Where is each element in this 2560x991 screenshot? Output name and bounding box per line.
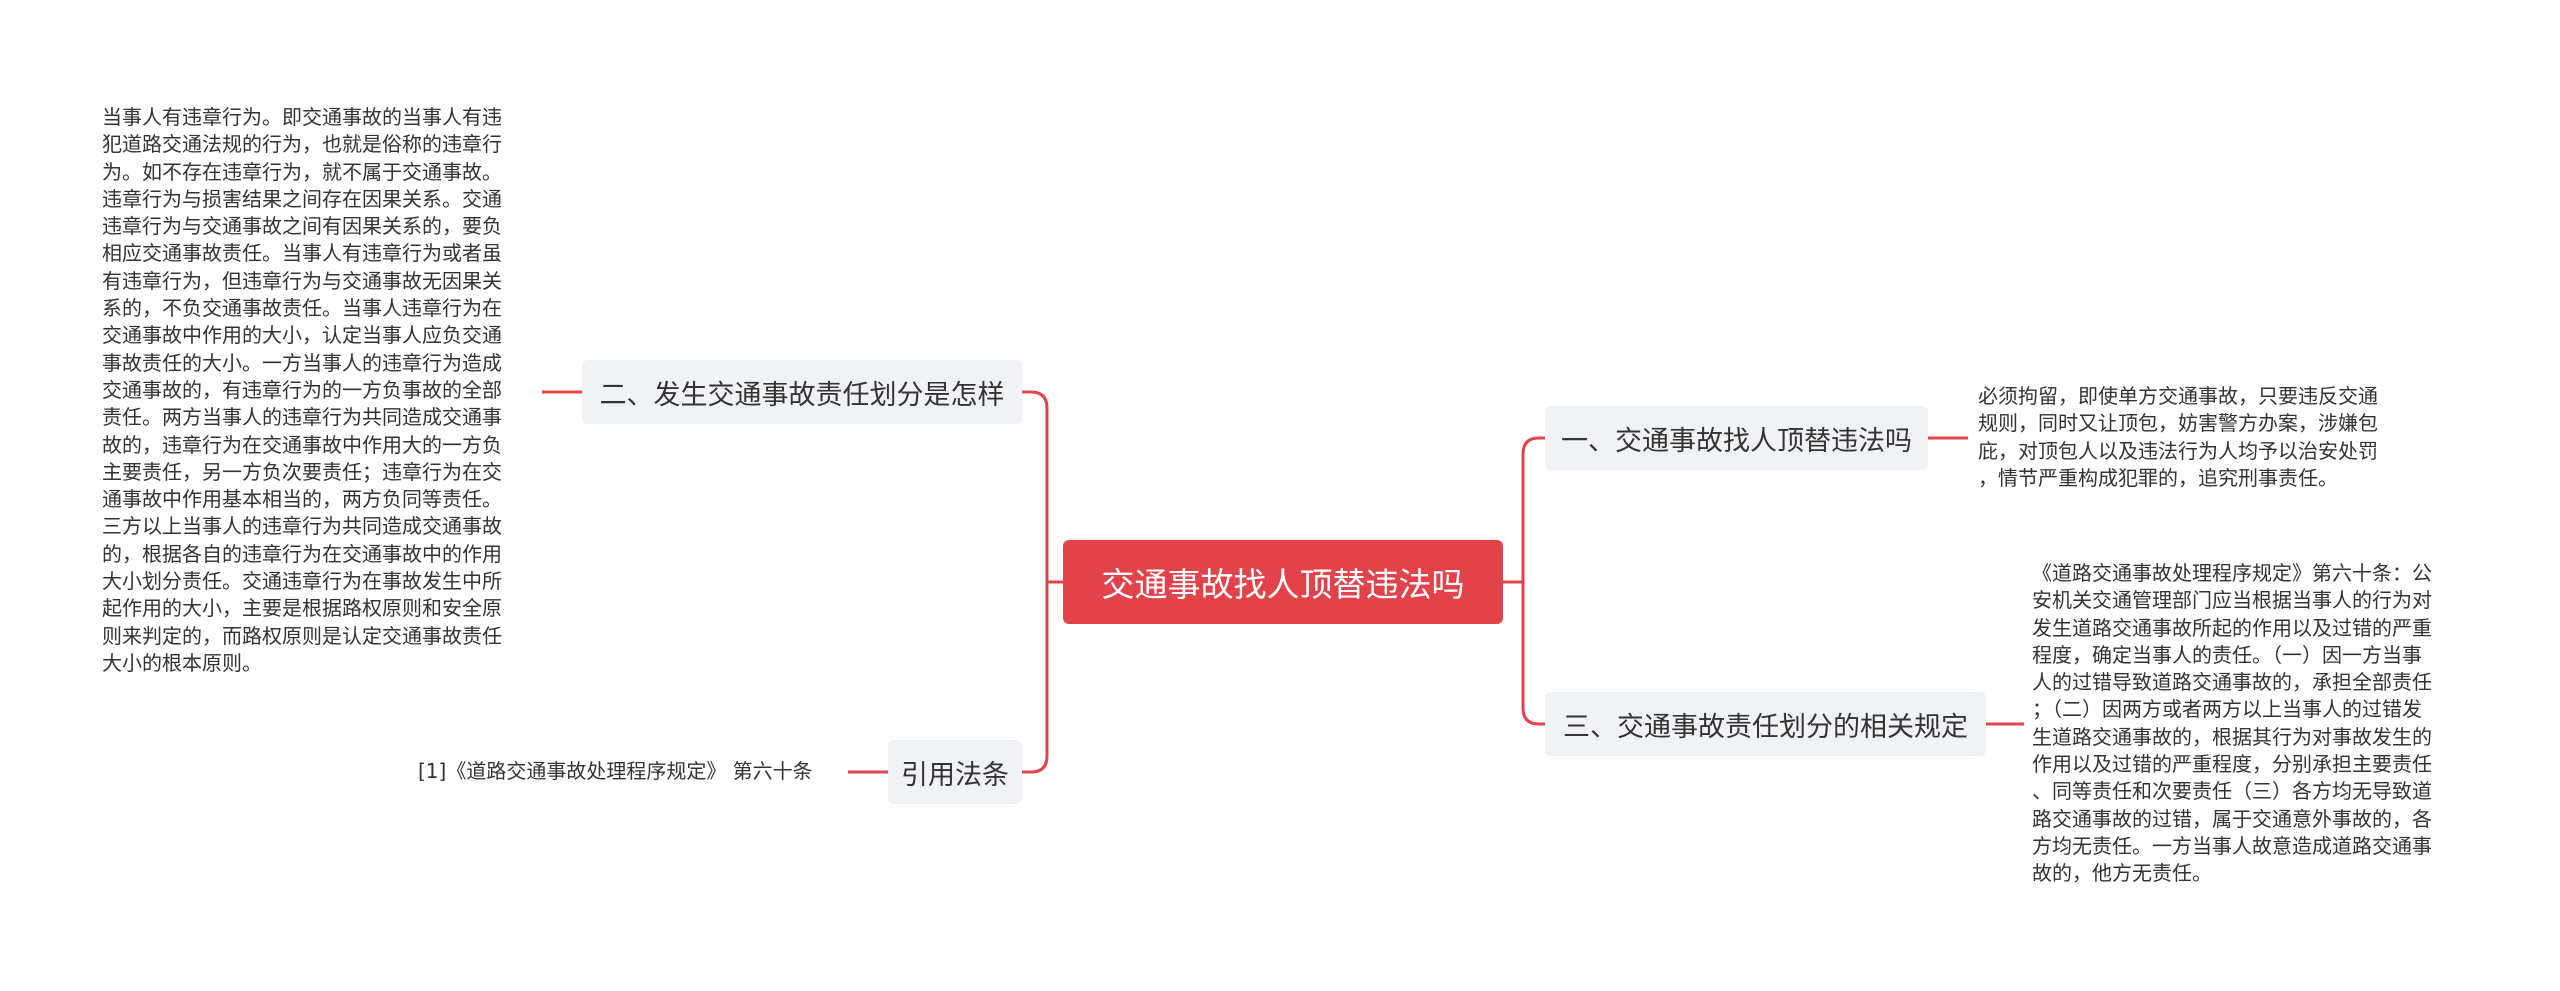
connector-left-branch-1 — [1022, 390, 1049, 582]
detail-text-substitute-illegal: 必须拘留，即使单方交通事故，只要违反交通 规则，同时又让顶包，妨害警方办案，涉嫌… — [1978, 384, 2378, 490]
connector-left-branch-2 — [1022, 582, 1049, 774]
root-node[interactable]: 交通事故找人顶替违法吗 — [1063, 540, 1503, 624]
detail-text-cited-law: [1]《道路交通事故处理程序规定》 第六十条 — [418, 759, 813, 783]
connector-right-branch-3 — [1521, 582, 1545, 726]
detail-text-responsibility-division: 当事人有违章行为。即交通事故的当事人有违 犯道路交通法规的行为，也就是俗称的违章… — [102, 105, 502, 675]
branch-node-related-regulations[interactable]: 三、交通事故责任划分的相关规定 — [1545, 692, 1986, 756]
branch-node-cited-law[interactable]: 引用法条 — [888, 740, 1022, 804]
connector-right-branch-1 — [1521, 436, 1545, 582]
branch-node-substitute-illegal[interactable]: 一、交通事故找人顶替违法吗 — [1545, 406, 1928, 470]
branch-node-responsibility-division[interactable]: 二、发生交通事故责任划分是怎样 — [582, 360, 1022, 424]
detail-text-related-regulations: 《道路交通事故处理程序规定》第六十条：公 安机关交通管理部门应当根据当事人的行为… — [2032, 561, 2432, 886]
